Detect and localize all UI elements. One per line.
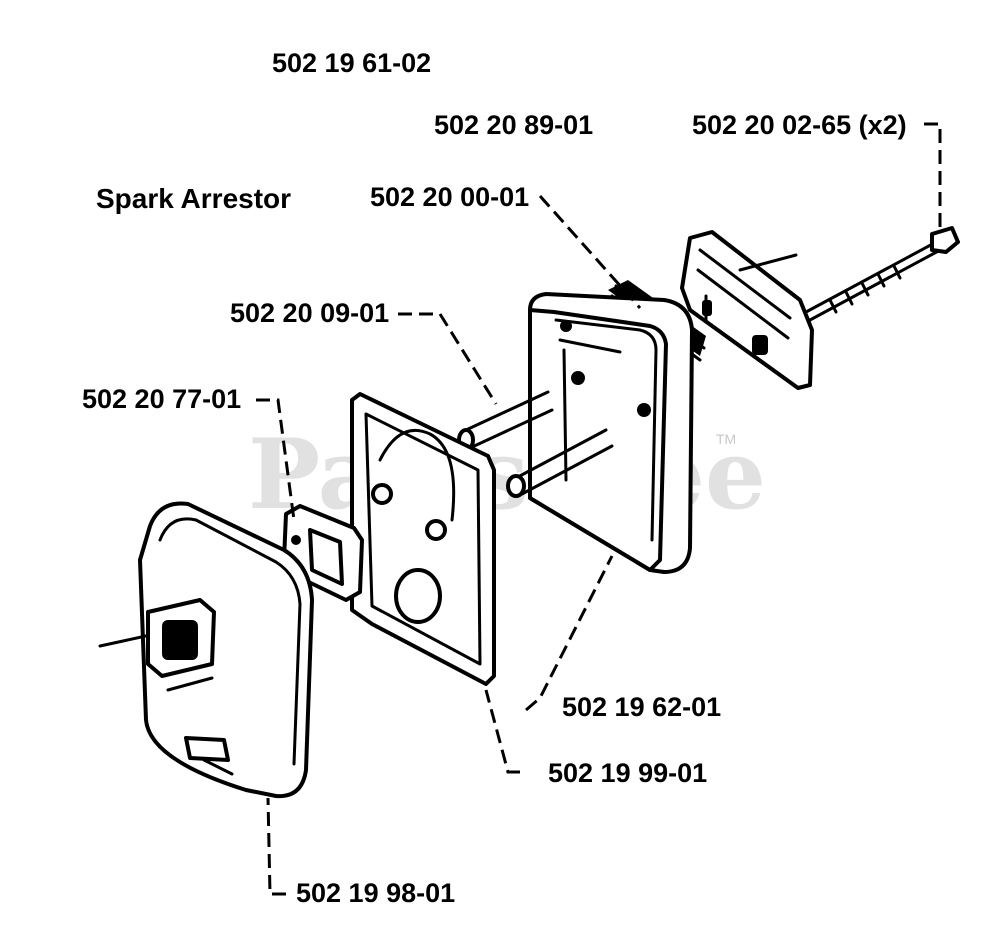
part-number-muffler-body: 502 19 62-01 (562, 692, 721, 722)
part-number-muffler-cover: 502 19 98-01 (296, 878, 455, 908)
screw-part (804, 226, 960, 322)
tube-part (457, 390, 614, 498)
part-number-spark-arrestor-screen: 502 20 00-01 (370, 182, 529, 212)
leader-lines (256, 122, 942, 896)
muffler-body-part (528, 292, 694, 574)
diagram-title: Spark Arrestor (96, 183, 291, 214)
trademark-text: TM (716, 431, 736, 447)
muffler-cover-part (98, 501, 314, 799)
part-number-screen-holder: 502 20 89-01 (434, 110, 593, 140)
part-number-screw: 502 20 02-65 (x2) (692, 110, 907, 140)
part-number-assembly: 502 19 61-02 (272, 48, 431, 78)
plate-part (350, 392, 496, 686)
screen-holder-part (680, 230, 814, 390)
part-number-plate: 502 19 99-01 (548, 758, 707, 788)
part-number-tube: 502 20 09-01 (230, 298, 389, 328)
gasket-part (282, 504, 364, 602)
part-number-gasket: 502 20 77-01 (82, 384, 241, 414)
